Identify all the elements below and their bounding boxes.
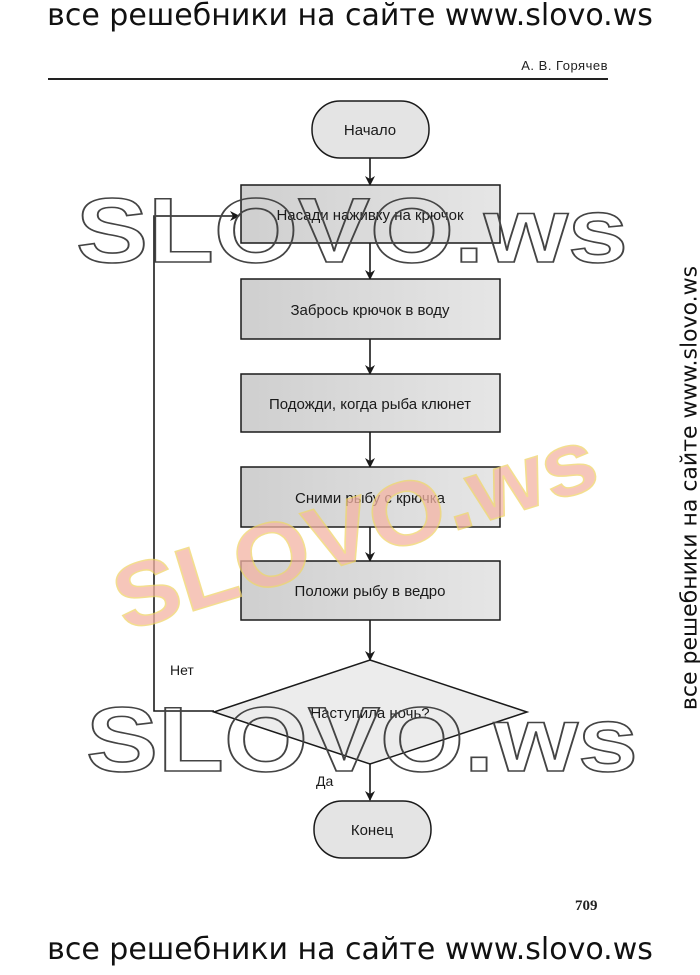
bottom-banner: все решебники на сайте www.slovo.ws xyxy=(47,932,653,967)
author-name: А. В. Горячев xyxy=(521,58,608,73)
step-5-label: Положи рыбу в ведро xyxy=(295,583,446,600)
start-label: Начало xyxy=(344,122,396,139)
start-node: Начало xyxy=(311,100,430,159)
step-2-label: Забрось крючок в воду xyxy=(290,302,450,319)
step-3-label: Подожди, когда рыба клюнет xyxy=(269,396,471,413)
step-4-label: Сними рыбу с крючка xyxy=(295,490,446,507)
arrow-no-loop xyxy=(153,211,240,712)
step-4: Сними рыбу с крючка xyxy=(240,466,501,528)
step-1-label: Насади наживку на крючок xyxy=(276,207,463,224)
end-label: Конец xyxy=(351,822,394,839)
page-number: 709 xyxy=(575,898,598,914)
step-5: Положи рыбу в ведро xyxy=(240,560,501,621)
connectors xyxy=(153,158,375,801)
end-node: Конец xyxy=(313,800,432,859)
no-label: Нет xyxy=(170,662,194,678)
header-rule xyxy=(48,78,608,80)
decision-label: Наступила ночь? xyxy=(310,705,429,722)
step-3: Подожди, когда рыба клюнет xyxy=(240,373,501,433)
top-banner: все решебники на сайте www.slovo.ws xyxy=(47,0,653,33)
watermark-lower: SLOVO.ws xyxy=(86,689,638,791)
watermark-upper: SLOVO.ws xyxy=(76,180,628,282)
step-1: Насади наживку на крючок xyxy=(240,184,501,244)
yes-label: Да xyxy=(316,773,333,789)
decision-node: Наступила ночь? xyxy=(211,659,530,765)
step-2: Забрось крючок в воду xyxy=(240,278,501,340)
